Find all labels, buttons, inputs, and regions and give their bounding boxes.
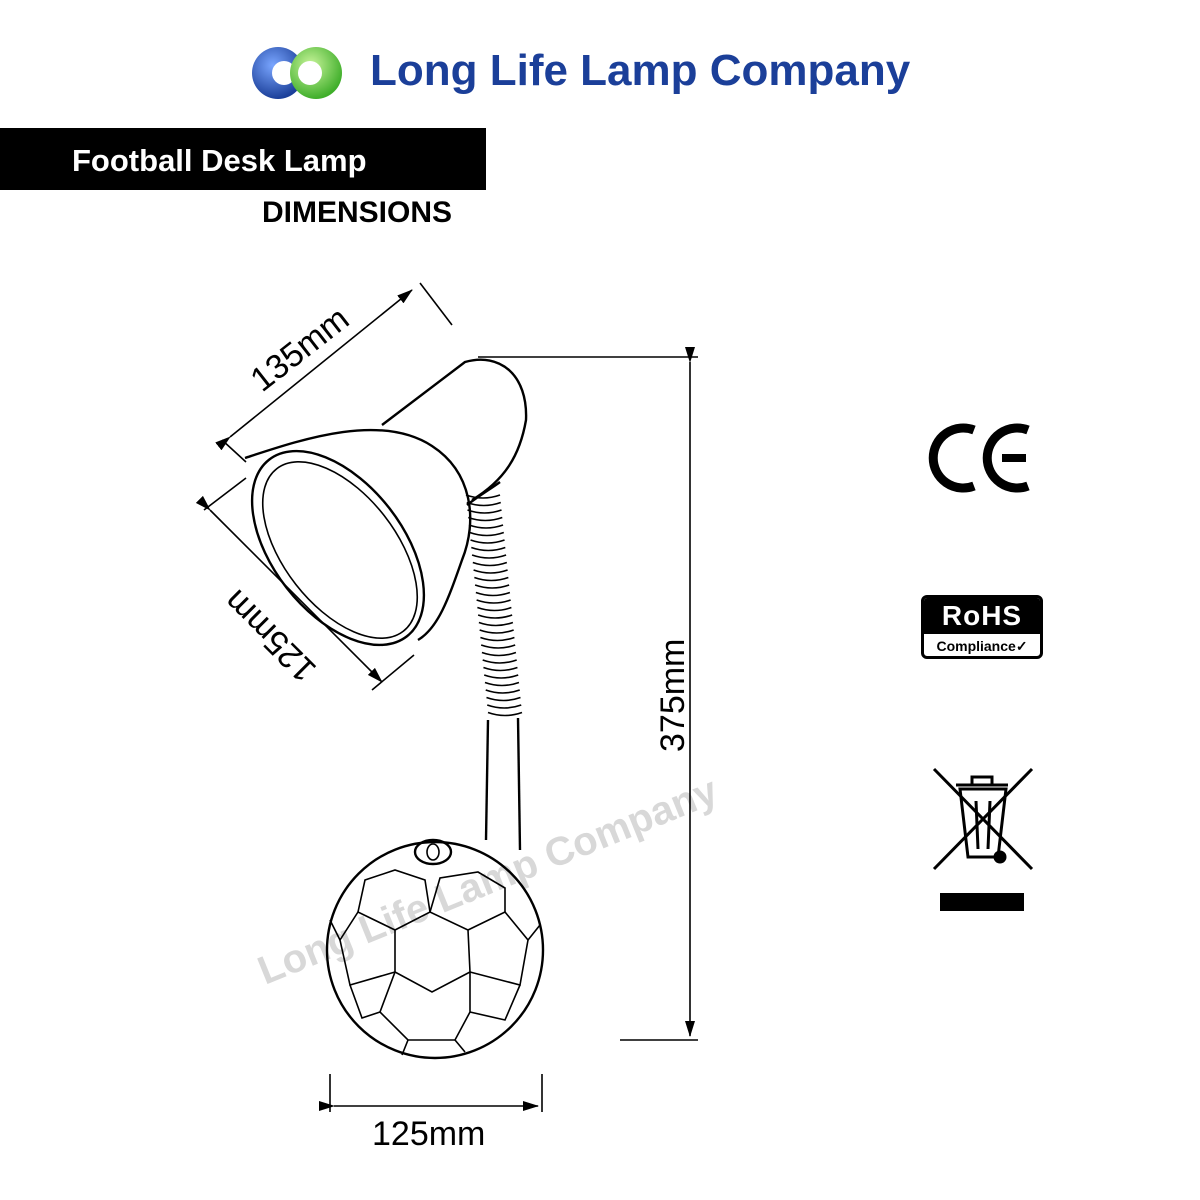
company-logo-icon <box>252 47 342 99</box>
ce-mark-icon <box>928 423 1030 493</box>
gooseneck-coil <box>476 599 511 604</box>
gooseneck-coil <box>468 516 503 522</box>
rohs-title: RoHS <box>924 598 1040 634</box>
gooseneck-coil <box>485 689 520 694</box>
gooseneck-coil <box>475 591 511 597</box>
base-width-label: 125mm <box>372 1115 485 1153</box>
football-base <box>325 838 545 1060</box>
gooseneck-coil <box>480 644 516 649</box>
gooseneck-coil <box>486 704 522 709</box>
dimension-shade-opening: 125mm <box>195 477 415 691</box>
gooseneck-coil <box>484 681 520 687</box>
gooseneck-arm <box>465 481 523 851</box>
gooseneck-coil <box>468 524 504 529</box>
gooseneck-coil <box>482 659 517 664</box>
gooseneck-coil <box>477 606 512 612</box>
gooseneck-coil <box>472 561 508 567</box>
dimension-shade-length: 135mm <box>215 282 453 463</box>
gooseneck-coil <box>483 674 519 679</box>
checkmark-icon: ✓ <box>1015 638 1028 654</box>
gooseneck-coil <box>467 509 502 514</box>
section-subtitle: DIMENSIONS <box>262 196 453 229</box>
title-bar <box>0 128 486 190</box>
gooseneck-coil <box>480 636 515 642</box>
rohs-subtitle: Compliance <box>936 638 1016 654</box>
gooseneck-coil <box>481 651 517 657</box>
gooseneck-coil <box>466 501 502 507</box>
gooseneck-coil <box>465 494 501 499</box>
gooseneck-coil <box>471 554 507 559</box>
gooseneck-coil <box>470 539 505 544</box>
gooseneck-coil <box>474 576 509 582</box>
gooseneck-coil <box>478 621 514 627</box>
gooseneck-coil <box>486 696 521 702</box>
dimension-height: 375mm <box>478 347 698 1041</box>
rohs-compliance-badge: RoHS Compliance✓ <box>921 595 1043 659</box>
gooseneck-coil <box>469 531 505 537</box>
gooseneck-coil <box>487 711 523 717</box>
gooseneck-coil <box>473 569 508 574</box>
gooseneck-coil <box>479 629 514 634</box>
company-name: Long Life Lamp Company <box>370 46 911 95</box>
watermark: Long Life Lamp Company <box>252 768 725 993</box>
gooseneck-coil <box>471 546 506 552</box>
product-title: Football Desk Lamp <box>72 143 367 178</box>
crossed-out-wheelie-bin-icon <box>932 767 1034 911</box>
height-label: 375mm <box>654 639 692 752</box>
gooseneck-coil <box>477 614 513 619</box>
gooseneck-coil <box>474 584 510 589</box>
dimension-base-width: 125mm <box>319 1074 543 1153</box>
gooseneck-coil <box>483 666 518 672</box>
